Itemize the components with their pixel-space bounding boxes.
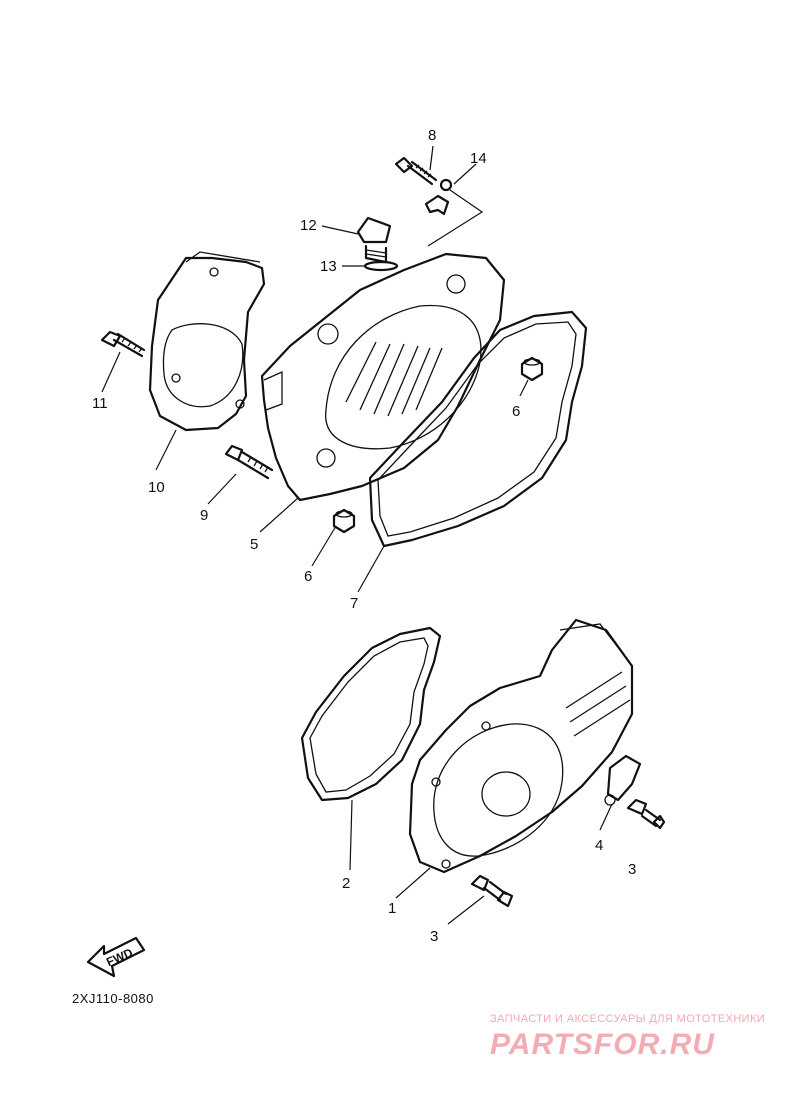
- callout-labels: 8 14 12 13 6 11 10 9 5 6 7 4 3 2 1 3: [92, 127, 636, 945]
- part-11-bolt: [100, 330, 146, 358]
- part-9-bolt: [224, 444, 274, 480]
- callout-1: 1: [388, 900, 396, 917]
- watermark: ЗАПЧАСТИ И АКСЕССУАРЫ ДЛЯ МОТОТЕХНИКИ PA…: [490, 1013, 765, 1061]
- watermark-brand: PARTSFOR.RU: [490, 1028, 715, 1061]
- part-14-clip: [424, 178, 484, 247]
- fwd-label: FWD: [104, 945, 135, 969]
- part-12-filler-plug: [356, 216, 392, 264]
- callout-2: 2: [342, 875, 350, 892]
- callout-3-right: 3: [628, 861, 636, 878]
- diagram-part-code: 2XJ110-8080: [72, 991, 154, 1006]
- part-4-clamp: [604, 754, 642, 806]
- callout-6-lower: 6: [304, 568, 312, 585]
- callout-14: 14: [470, 150, 487, 167]
- part-8-bolt: [394, 156, 438, 186]
- callout-10: 10: [148, 479, 165, 496]
- part-6-dowel-upper: [520, 356, 544, 382]
- part-3-bolt-right: [626, 798, 666, 830]
- callout-5: 5: [250, 536, 258, 553]
- callout-8: 8: [428, 127, 436, 144]
- callout-3-lower: 3: [430, 928, 438, 945]
- part-3-bolt-lower: [470, 874, 514, 908]
- fwd-arrow-icon: FWD: [86, 936, 146, 978]
- callout-9: 9: [200, 507, 208, 524]
- callout-4: 4: [595, 837, 603, 854]
- part-6-dowel-lower: [332, 508, 356, 534]
- part-1-generator-cover: [408, 618, 634, 874]
- callout-6-upper: 6: [512, 403, 520, 420]
- callout-11: 11: [92, 395, 108, 412]
- part-2-gasket: [300, 626, 442, 802]
- callout-7: 7: [350, 595, 358, 612]
- watermark-tagline: ЗАПЧАСТИ И АКСЕССУАРЫ ДЛЯ МОТОТЕХНИКИ: [490, 1013, 765, 1025]
- leader-lines: [101, 145, 613, 925]
- part-10-cover: [148, 251, 266, 432]
- callout-12: 12: [300, 217, 317, 234]
- part-13-o-ring: [363, 260, 399, 272]
- callout-13: 13: [320, 258, 337, 275]
- part-7-gasket: [368, 310, 588, 548]
